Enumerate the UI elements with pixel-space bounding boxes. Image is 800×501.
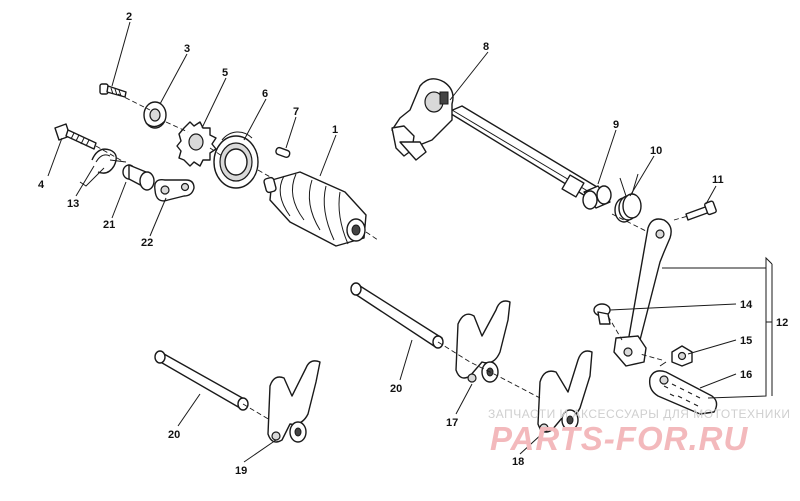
callout-14: 14 — [740, 299, 753, 311]
watermark-tagline: ЗАПЧАСТИ И АКСЕССУАРЫ ДЛЯ МОТОТЕХНИКИ — [488, 407, 790, 421]
part-18-shift-fork — [537, 350, 593, 433]
callout-4: 4 — [38, 179, 45, 191]
callout-20-upper: 20 — [390, 383, 402, 395]
callout-13: 13 — [67, 198, 79, 210]
part-17-shift-fork — [455, 300, 511, 383]
callout-10: 10 — [650, 145, 662, 157]
part-14-pin — [593, 303, 611, 325]
part-21-roller — [122, 164, 155, 191]
callout-20-lower: 20 — [168, 429, 180, 441]
callout-3: 3 — [184, 43, 190, 55]
callout-5: 5 — [222, 67, 228, 79]
part-5-gear — [176, 121, 217, 167]
part-1-shift-drum — [263, 171, 367, 247]
part-20-rod-lower — [154, 350, 249, 411]
callout-21: 21 — [103, 219, 115, 231]
leader-lines — [47, 21, 737, 463]
callout-18: 18 — [512, 456, 524, 468]
callout-17: 17 — [446, 417, 458, 429]
callout-11: 11 — [712, 174, 724, 186]
watermark-logo: PARTS-FOR.RU — [490, 420, 748, 457]
part-13-spring — [79, 148, 127, 187]
callout-6: 6 — [262, 88, 268, 100]
callout-16: 16 — [740, 369, 752, 381]
part-15-nut — [659, 345, 693, 367]
part-22-plate — [154, 179, 195, 202]
callout-2: 2 — [126, 11, 132, 23]
callout-19: 19 — [235, 465, 247, 477]
part-12-pedal-lever — [613, 218, 672, 367]
part-11-screw — [685, 200, 717, 221]
part-9-bushing — [582, 185, 612, 210]
part-8-shift-shaft — [391, 78, 603, 201]
callout-15: 15 — [740, 335, 752, 347]
part-4-bolt — [54, 123, 97, 150]
callout-12: 12 — [776, 317, 788, 329]
callout-22: 22 — [141, 237, 153, 249]
callout-7: 7 — [293, 106, 299, 118]
part-6-bearing — [213, 131, 259, 189]
part-20-rod-upper — [350, 282, 444, 349]
part-3-spacer — [143, 101, 167, 129]
callout-1: 1 — [332, 124, 338, 136]
callout-labels: 2 3 5 6 7 1 8 9 10 11 12 4 13 21 22 14 1… — [38, 11, 788, 477]
part-2-screw — [99, 83, 127, 98]
callout-8: 8 — [483, 41, 489, 53]
part-7-pin — [275, 146, 291, 159]
part-16-footrest — [648, 370, 718, 415]
part-10-spring — [614, 173, 642, 223]
watermark: ЗАПЧАСТИ И АКСЕССУАРЫ ДЛЯ МОТОТЕХНИКИ PA… — [488, 407, 790, 457]
part-19-shift-fork — [267, 360, 321, 443]
callout-9: 9 — [613, 119, 619, 131]
